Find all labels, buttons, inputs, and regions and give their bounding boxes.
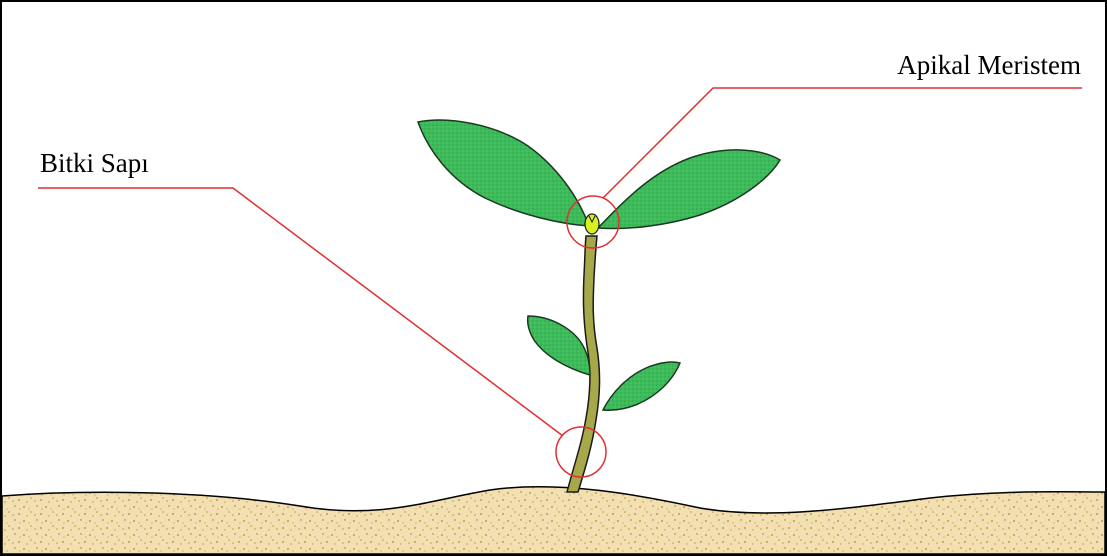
apical-meristem-label: Apikal Meristem — [897, 50, 1081, 80]
plant-stem-label: Bitki Sapı — [40, 148, 149, 178]
apical-bud — [585, 214, 599, 234]
soil-ground — [2, 487, 1105, 554]
